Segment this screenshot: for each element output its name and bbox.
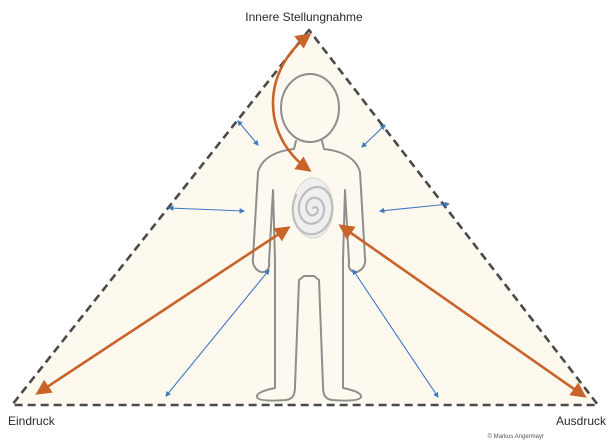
spiral-icon [293, 178, 333, 238]
label-expression: Ausdruck [556, 414, 606, 428]
label-impression: Eindruck [8, 414, 55, 428]
label-inner-stance: Innere Stellungnahme [0, 10, 608, 24]
copyright-text: © Markus Angermayr [488, 433, 544, 441]
